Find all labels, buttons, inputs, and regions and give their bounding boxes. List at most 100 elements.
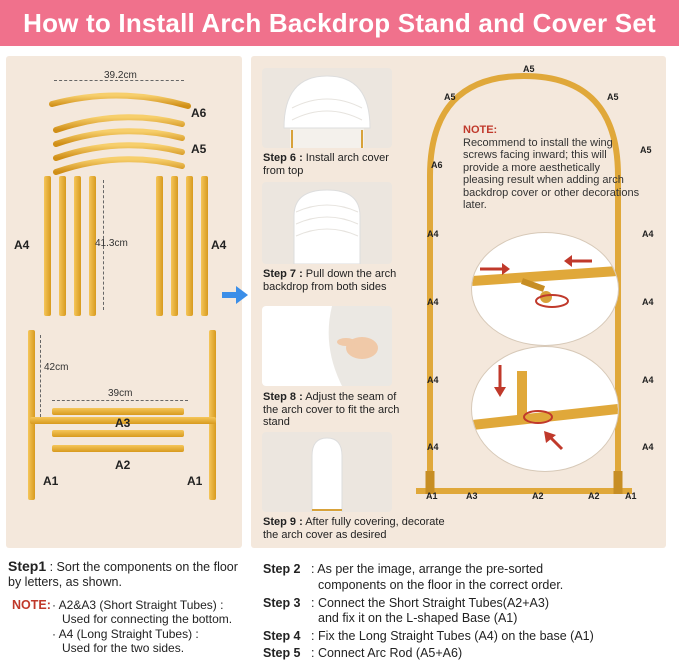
step3-text-cont: and fix it on the L-shaped Base (A1) (318, 611, 518, 625)
tube-a4 (59, 176, 66, 316)
base-a1-left (28, 330, 35, 500)
arc-rods-graphic (49, 92, 191, 175)
step8-text: Adjust the seam of the arch cover to fit… (263, 391, 400, 428)
step9-caption: Step 9 : After fully covering, decorate … (263, 516, 453, 541)
label-a5: A5 (191, 142, 207, 156)
arch-label-a6: A6 (431, 160, 443, 170)
label-a1-left: A1 (43, 474, 59, 488)
step1-text: : Sort the components on the floor by le… (8, 560, 238, 589)
step5-block: Step 5 (263, 646, 301, 661)
detail-circle-base-joint (471, 346, 619, 472)
step3-label: Step 3 (263, 596, 301, 610)
step9-photo (262, 432, 392, 512)
note-title: NOTE: (463, 124, 498, 136)
arch-label-upper-left: A5 (444, 92, 456, 102)
label-a3: A3 (115, 416, 131, 430)
arch-label-a4-right-4: A4 (642, 442, 654, 452)
step2-label: Step 2 (263, 562, 301, 576)
arch-label-a4-left-4: A4 (427, 442, 439, 452)
step7-text: Pull down the arch backdrop from both si… (263, 268, 397, 293)
step9-text: After fully covering, decorate the arch … (263, 516, 445, 541)
step4-block: Step 4 (263, 629, 301, 644)
label-a6: A6 (191, 106, 207, 120)
dimension-line-mid (103, 180, 104, 310)
arc-rod-a6 (49, 92, 191, 109)
arch-label-a4-left-3: A4 (427, 375, 439, 385)
arc-rod-a5-3 (53, 142, 185, 161)
dimension-39: 39cm (108, 388, 133, 399)
step2-text: : As per the image, arrange the pre-sort… (311, 562, 544, 576)
step4-label: Step 4 (263, 629, 301, 643)
step3-text: : Connect the Short Straight Tubes(A2+A3… (311, 596, 549, 610)
step8-title: Step 8 : (263, 391, 303, 403)
arch-label-top: A5 (523, 64, 535, 74)
step6-photo (262, 68, 392, 148)
tube-a4 (156, 176, 163, 316)
tube-a2 (52, 445, 184, 452)
arch-frame (427, 72, 621, 491)
step2-block: Step 2 (263, 562, 301, 577)
step1-block: Step1 : Sort the components on the floor… (8, 559, 248, 590)
note-label: NOTE: (12, 598, 51, 612)
detail-circle-wing-screw (471, 232, 619, 346)
note-item2: · A4 (Long Straight Tubes) : (52, 627, 199, 641)
step5-label: Step 5 (263, 646, 301, 660)
arch-frame-diagram (416, 72, 632, 494)
note-item2-detail: Used for the two sides. (62, 641, 185, 655)
dimension-top: 39.2cm (104, 70, 137, 81)
step8-photo (262, 306, 392, 386)
step6-caption: Step 6 : Install arch cover from top (263, 152, 403, 177)
base-a1-right (209, 330, 216, 500)
step3-block: Step 3 (263, 596, 301, 611)
arch-label-base-a1-right: A1 (625, 491, 637, 501)
base-crossbar (30, 417, 216, 424)
next-arrow-icon (222, 286, 248, 304)
arc-rod-a5-2 (53, 128, 185, 147)
tube-a2 (52, 430, 184, 437)
arc-rod-a5-1 (53, 114, 185, 133)
step1-label: Step1 (8, 558, 47, 574)
step7-caption: Step 7 : Pull down the arch backdrop fro… (263, 268, 403, 293)
arch-label-a4-left-2: A4 (427, 297, 439, 307)
arch-label-a4-right-1: A4 (642, 229, 654, 239)
dimension-line-39 (52, 400, 188, 401)
arch-label-base-a2-1: A2 (532, 491, 544, 501)
label-a4-left: A4 (14, 238, 30, 252)
tube-a4 (186, 176, 193, 316)
dimension-line-42 (40, 335, 41, 417)
arch-label-base-a1-left: A1 (426, 491, 438, 501)
note-item1: · A2&A3 (Short Straight Tubes) : (52, 598, 224, 612)
header-banner: How to Install Arch Backdrop Stand and C… (0, 0, 679, 46)
label-a1-right: A1 (187, 474, 203, 488)
note-box: NOTE: Recommend to install the wing scre… (463, 124, 643, 212)
step4-text: : Fix the Long Straight Tubes (A4) on th… (311, 629, 594, 643)
dimension-line-top (54, 80, 184, 81)
note-text: Recommend to install the wing screws fac… (463, 136, 640, 212)
tube-a3 (52, 408, 184, 415)
arch-label-a4-left-1: A4 (427, 229, 439, 239)
arch-label-base-a3: A3 (466, 491, 478, 501)
step7-photo (262, 182, 392, 264)
step6-text: Install arch cover from top (263, 152, 389, 177)
arch-label-base-a2-2: A2 (588, 491, 600, 501)
arch-label-upper-right: A5 (607, 92, 619, 102)
tube-a4 (171, 176, 178, 316)
step2-text-cont: components on the floor in the correct o… (318, 578, 564, 592)
tube-a4 (74, 176, 81, 316)
step6-title: Step 6 : (263, 152, 303, 164)
label-a2: A2 (115, 458, 131, 472)
label-a4-right: A4 (211, 238, 227, 252)
note-item1-detail: Used for connecting the bottom. (62, 612, 233, 626)
page-title: How to Install Arch Backdrop Stand and C… (23, 7, 656, 38)
step8-caption: Step 8 : Adjust the seam of the arch cov… (263, 391, 403, 429)
arch-label-a4-right-2: A4 (642, 297, 654, 307)
tube-a4 (89, 176, 96, 316)
arch-label-a4-right-3: A4 (642, 375, 654, 385)
tube-a4 (44, 176, 51, 316)
arc-rod-a5-4 (53, 156, 185, 175)
step7-title: Step 7 : (263, 268, 303, 280)
step5-text: : Connect Arc Rod (A5+A6) (311, 646, 463, 660)
arch-label-a5-right: A5 (640, 145, 652, 155)
dimension-mid: 41.3cm (95, 238, 128, 249)
step9-title: Step 9 : (263, 516, 303, 528)
